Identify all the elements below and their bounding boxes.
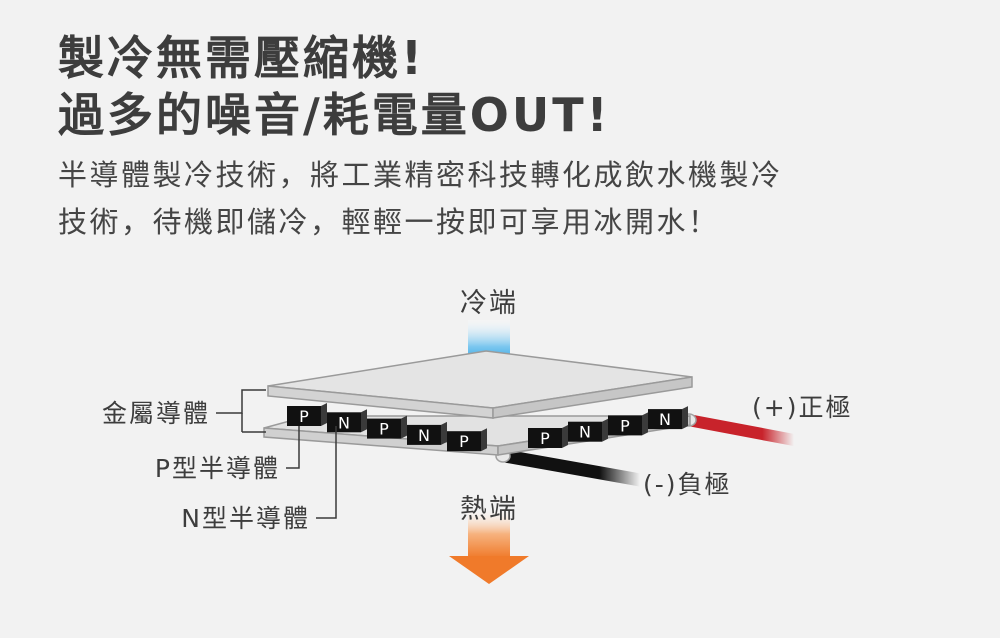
pellet-label: P	[540, 429, 550, 448]
pellet-label: P	[459, 432, 469, 451]
hot-arrow	[449, 510, 529, 584]
negative-terminal-label: (-)負極	[643, 470, 732, 499]
pellet-label: P	[379, 420, 389, 439]
p-type-callout-line	[286, 426, 300, 469]
pellet-left-4: N	[407, 421, 447, 445]
pellet-left-2: N	[327, 409, 367, 433]
cold-end-label: 冷端	[460, 288, 518, 319]
metal-callout-line	[216, 389, 266, 414]
positive-terminal-label: (+)正極	[752, 393, 852, 422]
pellet-left-5: P	[447, 428, 487, 452]
pellet-left-3: P	[367, 415, 407, 439]
description: 半導體製冷技術，將工業精密科技轉化成飲水機製冷 技術，待機即儲冷，輕輕一按即可享…	[58, 152, 783, 246]
pellet-label: N	[338, 413, 350, 432]
description-line-2: 技術，待機即儲冷，輕輕一按即可享用冰開水！	[58, 205, 720, 239]
pellet-label: N	[579, 423, 591, 442]
p-type-label: P型半導體	[155, 454, 280, 483]
pellet-right-4: N	[648, 406, 688, 430]
headline: 製冷無需壓縮機! 過多的噪音/耗電量OUT!	[58, 30, 611, 144]
headline-line-2: 過多的噪音/耗電量OUT!	[58, 88, 611, 142]
callout-lines	[216, 389, 337, 519]
pellet-right-2: N	[568, 418, 608, 442]
n-type-label: N型半導體	[181, 504, 310, 533]
pellet-right-1: P	[528, 425, 568, 448]
semiconductor-pellets: P N P N P P N P N	[287, 403, 688, 452]
negative-wire	[495, 449, 647, 487]
pellet-label: P	[299, 407, 309, 426]
metal-conductor-label: 金屬導體	[102, 399, 210, 428]
pellet-left-1: P	[287, 403, 327, 426]
pellet-label: P	[620, 416, 630, 435]
headline-line-1: 製冷無需壓縮機!	[58, 31, 425, 85]
pellet-label: N	[659, 410, 671, 429]
hot-end-label: 熱端	[460, 494, 518, 525]
top-plate	[267, 350, 693, 419]
description-line-1: 半導體製冷技術，將工業精密科技轉化成飲水機製冷	[58, 158, 783, 192]
n-type-callout-line	[316, 426, 337, 519]
pellet-right-3: P	[608, 412, 648, 436]
pellet-label: N	[418, 426, 430, 445]
